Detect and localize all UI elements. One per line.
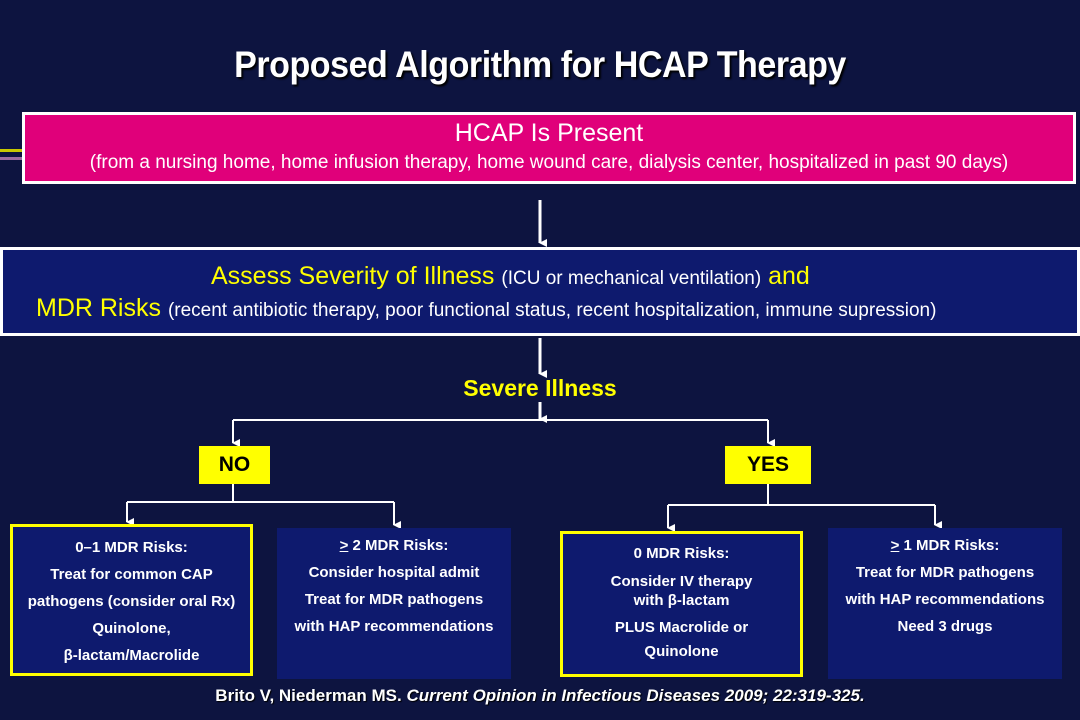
citation: Brito V, Niederman MS. Current Opinion i…: [0, 686, 1080, 706]
assess-severity-detail: (ICU or mechanical ventilation): [501, 268, 762, 289]
card-no-0-1-mdr-risks: 0–1 MDR Risks: Treat for common CAP path…: [10, 524, 253, 676]
hcap-present-criteria: (from a nursing home, home infusion ther…: [89, 152, 1009, 173]
slide-title: Proposed Algorithm for HCAP Therapy: [234, 44, 846, 85]
card-line: β-lactam/Macrolide: [63, 647, 200, 664]
decorative-line-yellow: [0, 149, 22, 152]
card-line: pathogens (consider oral Rx): [27, 593, 236, 610]
card-heading: 0–1 MDR Risks:: [75, 539, 188, 556]
card-yes-1-plus-mdr-risks: > 1 MDR Risks: Treat for MDR pathogens w…: [828, 528, 1062, 679]
card-line: Consider hospital admit: [308, 564, 480, 581]
citation-authors: Brito V, Niederman MS.: [215, 686, 402, 705]
hcap-present-title: HCAP Is Present: [454, 119, 644, 147]
card-heading: > 2 MDR Risks:: [277, 532, 511, 559]
mdr-risks-detail: (recent antibiotic therapy, poor functio…: [167, 300, 937, 321]
assess-join-word: and: [768, 262, 810, 290]
card-line: Need 3 drugs: [897, 618, 993, 635]
card-line: Treat for common CAP: [50, 566, 213, 583]
assess-line-2: MDR Risks (recent antibiotic therapy, po…: [36, 294, 936, 323]
decorative-line-purple: [0, 157, 22, 160]
gte-symbol: >: [890, 537, 900, 554]
card-heading-text: 2 MDR Risks:: [348, 537, 449, 554]
assess-severity-label: Assess Severity of Illness: [211, 262, 495, 290]
card-heading: 0 MDR Risks:: [633, 545, 730, 562]
mdr-risks-label: MDR Risks: [36, 294, 161, 322]
card-line: Treat for MDR pathogens: [304, 591, 484, 608]
assess-line-1: Assess Severity of Illness (ICU or mecha…: [211, 262, 810, 291]
hcap-present-box: HCAP Is Present (from a nursing home, ho…: [22, 112, 1076, 184]
card-no-2-plus-mdr-risks: > 2 MDR Risks: Consider hospital admit T…: [277, 528, 511, 679]
card-heading-text: 1 MDR Risks:: [899, 537, 1000, 554]
card-line: Treat for MDR pathogens: [855, 564, 1035, 581]
gte-symbol: >: [339, 537, 349, 554]
card-line: with β-lactam: [633, 592, 730, 609]
card-line: Quinolone: [644, 643, 719, 660]
decision-yes: YES: [725, 446, 811, 484]
card-line: Consider IV therapy: [610, 573, 753, 590]
assess-severity-box: Assess Severity of Illness (ICU or mecha…: [0, 247, 1080, 336]
citation-journal: Current Opinion in Infectious Diseases 2…: [406, 686, 865, 705]
card-line: with HAP recommendations: [845, 591, 1045, 608]
card-line: Quinolone,: [92, 620, 171, 637]
card-heading: > 1 MDR Risks:: [828, 532, 1062, 559]
card-yes-0-mdr-risks: 0 MDR Risks: Consider IV therapy with β-…: [560, 531, 803, 677]
decision-no: NO: [199, 446, 270, 484]
card-line: with HAP recommendations: [294, 618, 494, 635]
severe-illness-label: Severe Illness: [463, 375, 617, 401]
card-line: PLUS Macrolide or: [614, 619, 749, 636]
